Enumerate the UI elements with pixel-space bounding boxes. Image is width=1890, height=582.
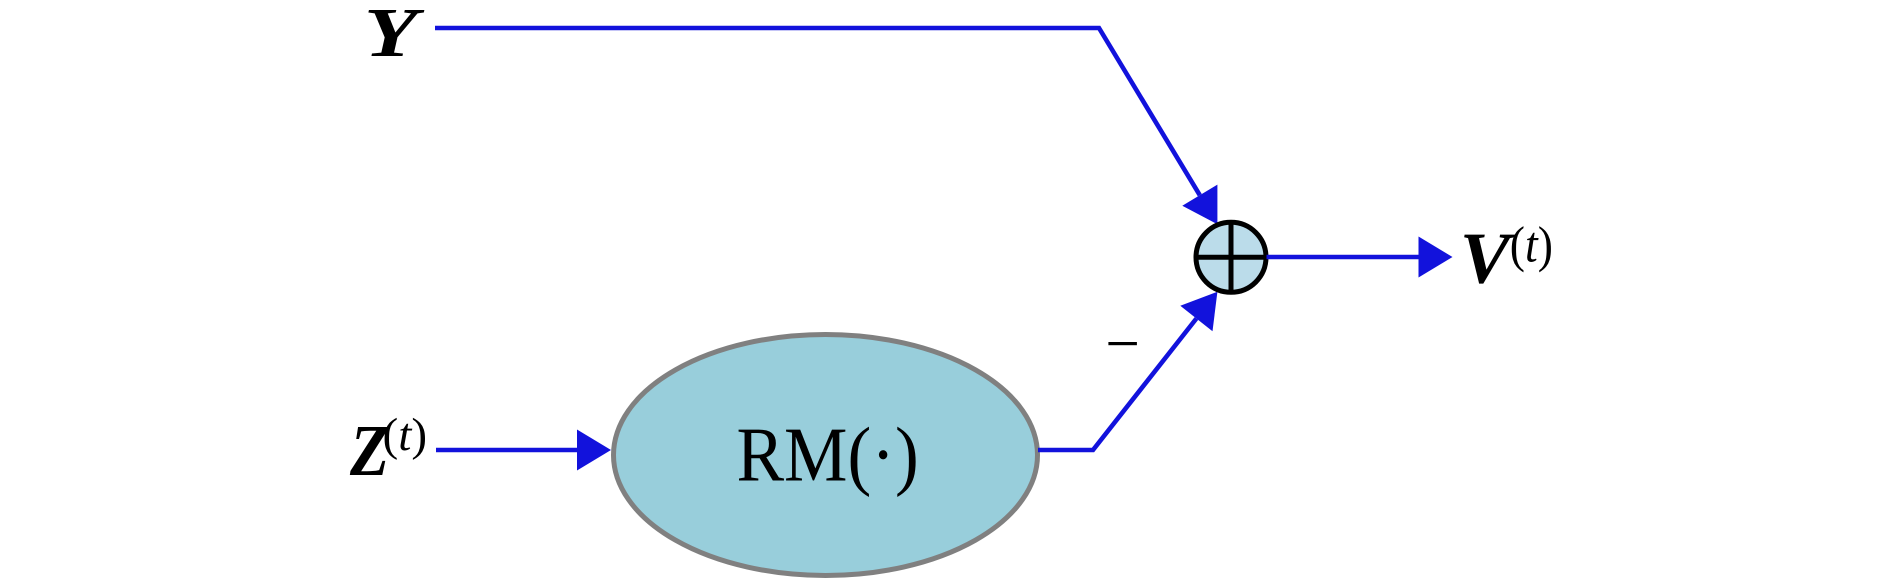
svg-text:Z: Z [349,410,389,491]
svg-text:(t): (t) [1510,218,1553,274]
svg-text:RM(·): RM(·) [736,411,918,497]
svg-text:V: V [1460,217,1517,298]
svg-text:(t): (t) [383,410,428,461]
svg-text:Y: Y [364,0,425,71]
